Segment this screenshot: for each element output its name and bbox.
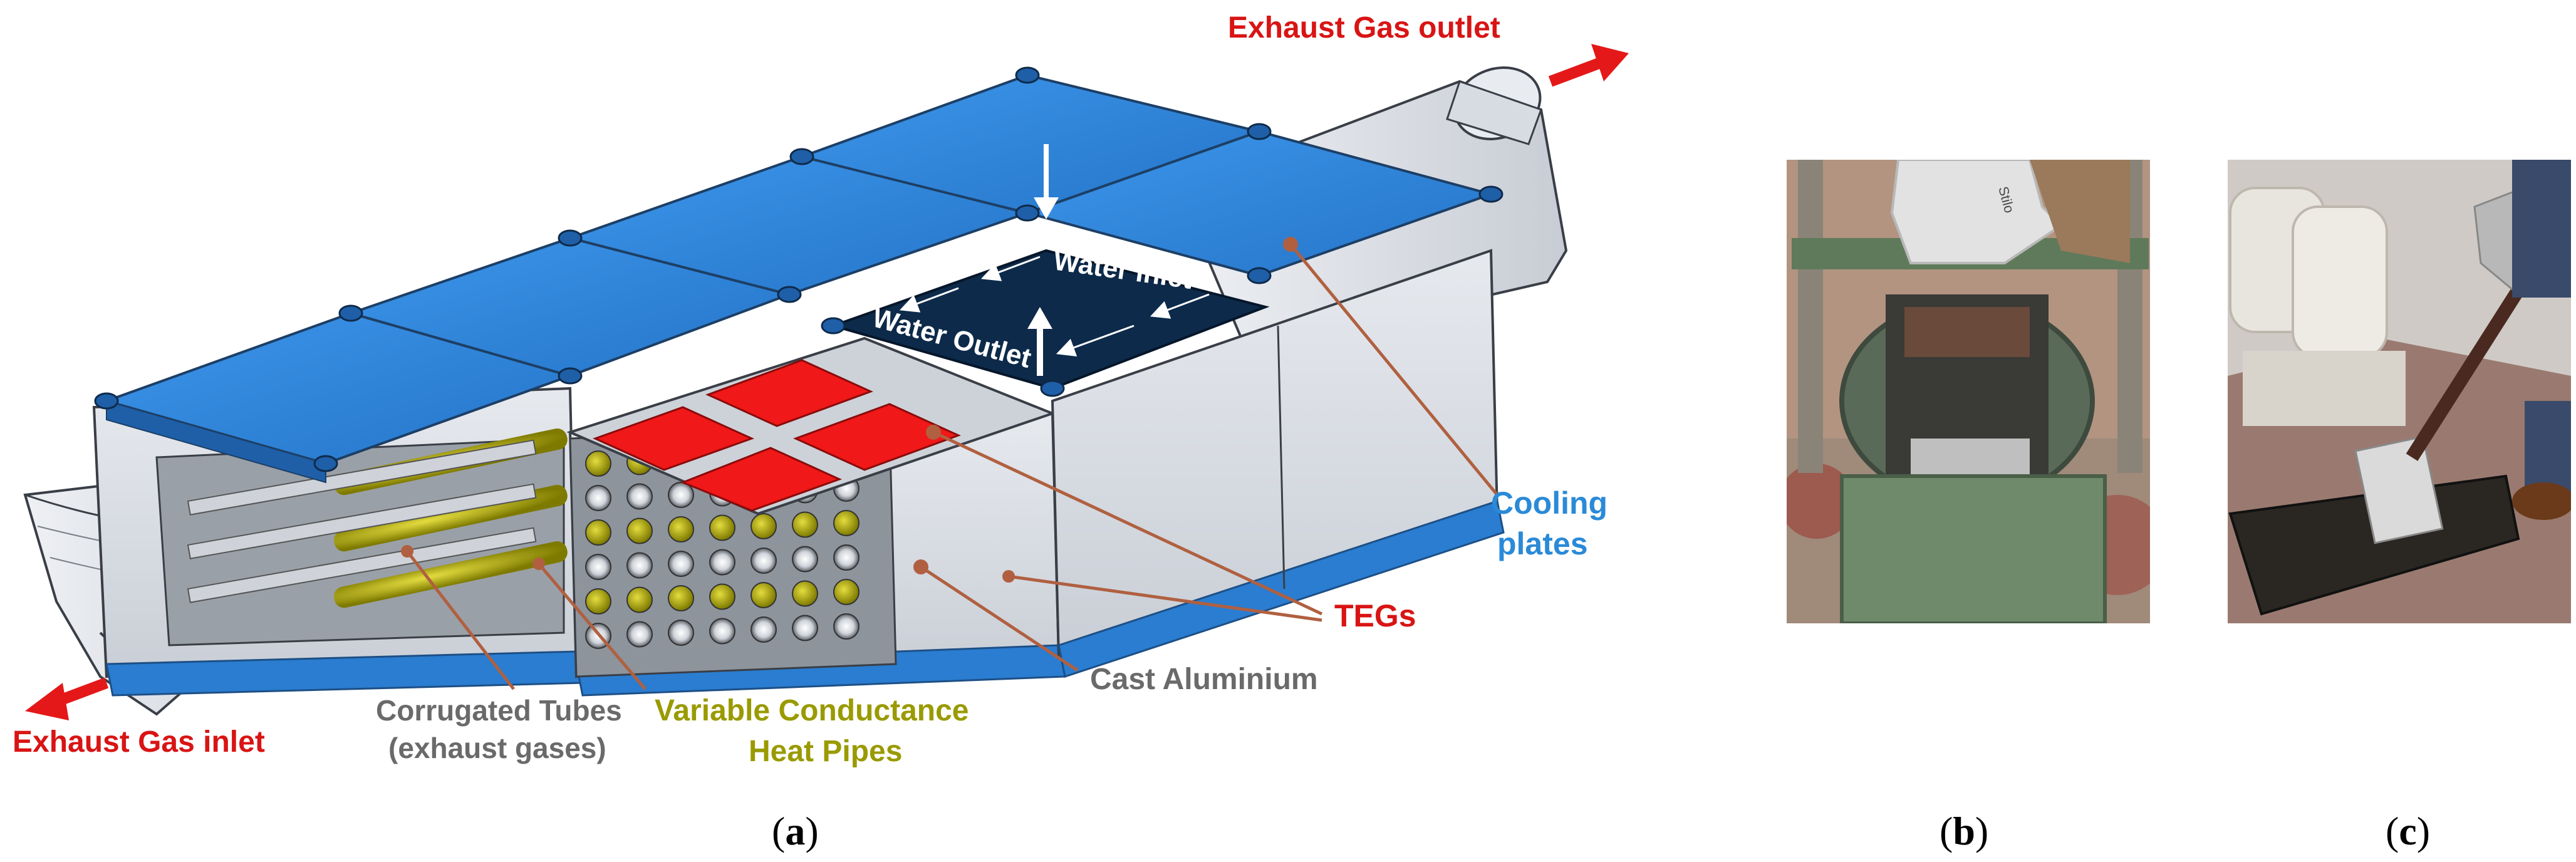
caption-a: (a) (772, 809, 819, 853)
bolt (821, 317, 846, 335)
tube-end (792, 546, 818, 573)
gloved-hand (1890, 160, 2064, 264)
heat-pipe-end (626, 586, 653, 613)
tegs-label: TEGs (1334, 598, 1416, 633)
tube-end (668, 551, 694, 577)
water-plate (829, 249, 1270, 390)
teg-module (680, 447, 842, 512)
tube-end (709, 618, 735, 645)
tube-end (792, 615, 818, 641)
tube-end (668, 620, 694, 646)
bolt (777, 286, 802, 303)
bolt (1478, 185, 1504, 203)
heat-pipes-label-line2: Heat Pipes (749, 735, 902, 768)
teg-module (793, 403, 961, 471)
heat-pipe-end (792, 580, 818, 607)
heat-pipe-end (833, 579, 860, 605)
tube-end (585, 554, 611, 580)
exhaust-inlet-arrow (25, 677, 109, 720)
tube-end (626, 483, 653, 510)
heat-pipes-label-line1: Variable Conductance (655, 694, 969, 727)
flow-arrows (899, 256, 1210, 356)
heat-pipe-end (709, 514, 735, 541)
hx-left-block (92, 387, 584, 697)
press-base (1840, 474, 2107, 623)
tube-grid (585, 441, 860, 649)
tube-end (750, 616, 777, 643)
panel-a-diagram: Water Inlet Water Outlet (13, 11, 1629, 768)
heat-pipe-end (709, 583, 735, 610)
hx-right-block (1051, 249, 1505, 678)
leader-dots (401, 237, 1298, 583)
bolt (338, 304, 363, 322)
caption-c: (c) (2386, 809, 2430, 853)
heat-pipe-end (585, 519, 611, 546)
svg-text:(a): (a) (772, 809, 819, 853)
bolt (1247, 267, 1272, 284)
heat-pipe-end (668, 585, 694, 611)
bolt (1015, 204, 1040, 222)
heat-pipe-end (585, 450, 611, 477)
teg-module (593, 406, 754, 471)
svg-text:(c): (c) (2386, 809, 2430, 853)
teg-module (705, 359, 873, 427)
bolt (313, 455, 338, 472)
press-pillar (1798, 160, 1823, 473)
sample-block (2354, 435, 2444, 544)
leader-lines (406, 243, 1498, 690)
corrugated-tubes-label-line1: Corrugated Tubes (376, 694, 622, 727)
bolts (94, 66, 1504, 472)
exhaust-inlet-label: Exhaust Gas inlet (13, 725, 265, 759)
bolt (94, 392, 119, 410)
heat-pipe-end (750, 582, 777, 608)
exhaust-outlet-arrow (1548, 44, 1629, 87)
panel-c-photo (2228, 160, 2571, 623)
hx-middle-block (566, 336, 1066, 697)
bolt (1015, 66, 1040, 84)
tube-end (750, 548, 777, 574)
corrugated-tubes-left (187, 439, 537, 603)
svg-text:(b): (b) (1940, 809, 1988, 853)
tube-end (626, 621, 653, 648)
bolt (558, 229, 583, 247)
caption-b: (b) (1940, 809, 1988, 853)
corrugated-tubes-label-line2: (exhaust gases) (388, 732, 606, 764)
heat-pipe-end (833, 510, 860, 536)
cooling-plates-label-line1: Cooling (1491, 486, 1607, 521)
cooling-plates-label-line2: plates (1497, 526, 1588, 561)
teg-modules (593, 359, 961, 512)
water-inlet-arrow (1034, 144, 1059, 219)
panel-b-photo: Stilo (1787, 160, 2150, 623)
tube-end (585, 485, 611, 511)
heat-pipe-end (585, 588, 611, 615)
tube-end (709, 549, 735, 576)
bolt (558, 367, 583, 385)
water-outlet-arrow (1027, 307, 1052, 376)
tube-end (833, 613, 860, 640)
exhaust-outlet-label: Exhaust Gas outlet (1228, 11, 1500, 44)
tube-end (833, 544, 860, 571)
heat-pipe-end (750, 513, 777, 539)
heat-pipe-end (626, 517, 653, 544)
cast-aluminium-label: Cast Aluminium (1090, 663, 1318, 696)
tube-end (626, 552, 653, 579)
bolt (789, 148, 814, 165)
bolt (1247, 123, 1272, 140)
bolt (1040, 380, 1065, 397)
cooling-plates: Water Inlet Water Outlet (94, 66, 1504, 484)
heat-pipe-end (668, 516, 694, 543)
jar (2292, 205, 2388, 358)
heat-pipe-end (792, 511, 818, 538)
